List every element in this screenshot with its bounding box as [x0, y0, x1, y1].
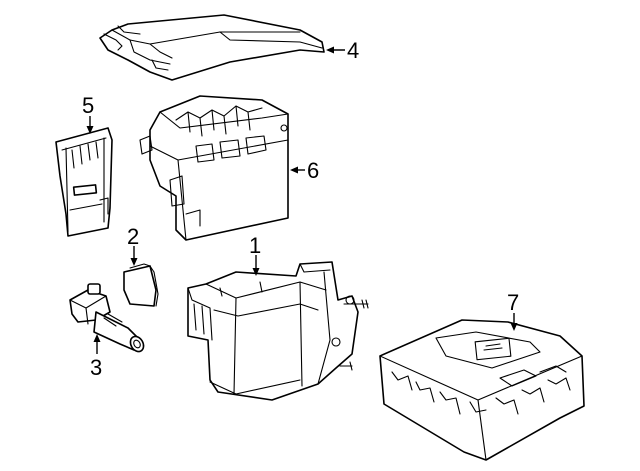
part-1-housing: [187, 261, 369, 401]
callout-label-1: 1: [249, 233, 261, 258]
callout-2: 2: [127, 224, 139, 266]
callout-1: 1: [249, 233, 261, 276]
callout-label-3: 3: [90, 355, 102, 380]
callout-3: 3: [90, 334, 102, 380]
part-4-cover: [99, 14, 325, 81]
callout-6: 6: [290, 158, 319, 183]
callout-4: 4: [326, 38, 359, 63]
part-2-pad: [123, 263, 159, 307]
part-3-connector: [69, 283, 145, 353]
callout-label-5: 5: [82, 93, 94, 118]
part-6-junction-block: [139, 95, 289, 241]
callout-7: 7: [507, 290, 519, 331]
callout-label-7: 7: [507, 290, 519, 315]
callout-label-2: 2: [127, 224, 139, 249]
callout-5: 5: [82, 93, 94, 134]
callout-label-6: 6: [307, 158, 319, 183]
part-7-control-module: [379, 319, 585, 461]
callout-label-4: 4: [347, 38, 359, 63]
part-5-bracket: [55, 127, 113, 237]
